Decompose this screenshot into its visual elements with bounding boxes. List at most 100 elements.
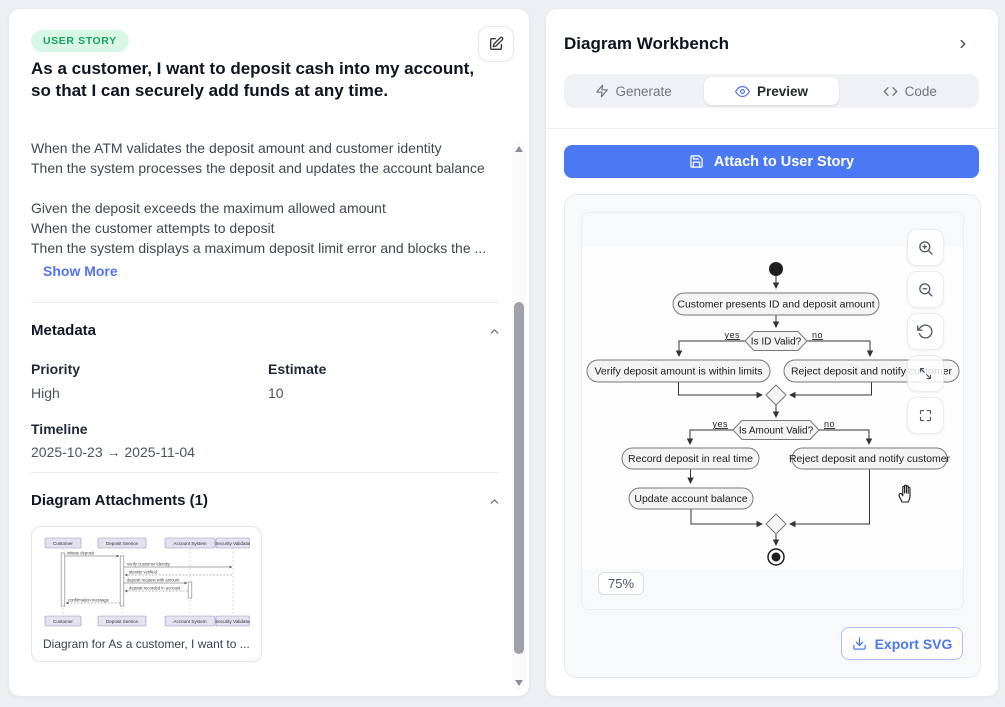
svg-text:Is ID Valid?: Is ID Valid? bbox=[751, 337, 802, 348]
description-line: When the customer attempts to deposit bbox=[31, 220, 275, 236]
fullscreen-button[interactable] bbox=[907, 397, 944, 434]
svg-text:verify customer identity: verify customer identity bbox=[127, 562, 171, 567]
zoom-in-button[interactable] bbox=[907, 229, 944, 266]
svg-text:Record deposit in real time: Record deposit in real time bbox=[628, 453, 753, 465]
svg-text:Security Validator: Security Validator bbox=[215, 541, 250, 546]
svg-text:Customer presents ID and depos: Customer presents ID and deposit amount bbox=[677, 299, 874, 311]
diagram-workbench-card: Diagram Workbench Generate Preview Code … bbox=[545, 8, 999, 697]
tab-preview-label: Preview bbox=[756, 83, 809, 99]
chevron-up-icon bbox=[488, 495, 501, 508]
story-title: As a customer, I want to deposit cash in… bbox=[31, 59, 475, 100]
estimate-label: Estimate bbox=[268, 361, 327, 377]
merge-node bbox=[765, 513, 787, 535]
reset-view-button[interactable] bbox=[907, 313, 944, 350]
workbench-collapse-button[interactable] bbox=[956, 37, 970, 51]
eye-icon bbox=[734, 84, 750, 99]
metadata-collapse-button[interactable] bbox=[488, 325, 501, 338]
svg-text:deposit request with amount: deposit request with amount bbox=[127, 578, 180, 583]
svg-text:yes: yes bbox=[712, 419, 728, 429]
description-line bbox=[31, 178, 493, 198]
zoom-controls bbox=[907, 229, 944, 434]
flow-node bbox=[586, 359, 771, 383]
flow-node bbox=[621, 447, 760, 470]
scrollbar-up-arrow-icon[interactable] bbox=[515, 146, 523, 152]
end-node-inner bbox=[771, 552, 781, 562]
tab-generate[interactable]: Generate bbox=[566, 77, 700, 105]
export-svg-button[interactable]: Export SVG bbox=[841, 627, 963, 660]
flow-node bbox=[791, 447, 948, 470]
svg-text:Customer: Customer bbox=[53, 619, 73, 624]
user-story-card: USER STORY As a customer, I want to depo… bbox=[8, 8, 530, 697]
flow-node bbox=[672, 292, 880, 316]
scrollbar-thumb[interactable] bbox=[514, 302, 524, 654]
svg-text:identity verified: identity verified bbox=[129, 570, 158, 575]
fit-view-button[interactable] bbox=[907, 355, 944, 392]
svg-text:Account System: Account System bbox=[173, 619, 206, 624]
user-story-badge: USER STORY bbox=[31, 30, 129, 52]
zoom-in-icon bbox=[917, 239, 934, 256]
attachments-collapse-button[interactable] bbox=[488, 495, 501, 508]
left-panel-scrollbar[interactable] bbox=[512, 142, 526, 690]
fullscreen-corners-icon bbox=[918, 408, 933, 423]
description-line: Then the system displays a maximum depos… bbox=[31, 240, 487, 256]
svg-text:Is Amount Valid?: Is Amount Valid? bbox=[739, 426, 814, 437]
diagram-canvas[interactable]: Customer presents ID and deposit amount … bbox=[581, 212, 964, 610]
divider bbox=[31, 302, 498, 303]
rotate-ccw-icon bbox=[917, 323, 934, 340]
merge-node bbox=[765, 384, 787, 406]
estimate-value: 10 bbox=[268, 385, 284, 401]
tab-generate-label: Generate bbox=[615, 83, 672, 99]
diagram-attachment-card[interactable]: Customer Deposit Service Account System … bbox=[31, 526, 262, 662]
svg-text:Update account balance: Update account balance bbox=[634, 493, 747, 505]
flow-node bbox=[628, 487, 754, 510]
attachments-heading: Diagram Attachments (1) bbox=[31, 492, 208, 509]
save-icon bbox=[689, 154, 704, 169]
priority-value: High bbox=[31, 385, 60, 401]
diagram-preview-panel: Customer presents ID and deposit amount … bbox=[564, 194, 981, 678]
hand-cursor-icon bbox=[894, 481, 916, 505]
tab-code[interactable]: Code bbox=[843, 77, 977, 105]
metadata-heading: Metadata bbox=[31, 322, 97, 339]
timeline-label: Timeline bbox=[31, 421, 88, 437]
edit-story-button[interactable] bbox=[478, 26, 514, 62]
canvas-bottom-strip bbox=[582, 569, 963, 609]
zoom-out-icon bbox=[917, 281, 934, 298]
svg-text:Deposit Service: Deposit Service bbox=[106, 619, 139, 624]
description-line: Then the system processes the deposit an… bbox=[31, 160, 485, 176]
svg-text:no: no bbox=[812, 330, 823, 340]
show-more-link[interactable]: Show More bbox=[43, 263, 118, 279]
scrollbar-down-arrow-icon[interactable] bbox=[515, 680, 523, 686]
svg-text:no: no bbox=[824, 419, 835, 429]
workbench-tabbar: Generate Preview Code bbox=[564, 74, 979, 108]
decision-node bbox=[744, 331, 808, 351]
tab-preview[interactable]: Preview bbox=[704, 77, 839, 105]
attach-button-label: Attach to User Story bbox=[713, 153, 855, 170]
activity-diagram-svg: Customer presents ID and deposit amount … bbox=[586, 262, 960, 566]
timeline-value: 2025-10-23 → 2025-11-04 bbox=[31, 444, 195, 460]
svg-text:Reject deposit and notify cust: Reject deposit and notify customer bbox=[789, 453, 951, 465]
svg-text:Verify deposit amount is withi: Verify deposit amount is within limits bbox=[594, 366, 762, 378]
svg-text:confirmation message: confirmation message bbox=[68, 598, 110, 603]
description-line: Given the deposit exceeds the maximum al… bbox=[31, 200, 386, 216]
tab-code-label: Code bbox=[904, 83, 937, 99]
svg-text:initiate deposit: initiate deposit bbox=[67, 551, 95, 556]
attach-to-user-story-button[interactable]: Attach to User Story bbox=[564, 145, 979, 178]
zoom-level-badge: 75% bbox=[598, 572, 645, 595]
sequence-diagram-thumbnail: Customer Deposit Service Account System … bbox=[41, 536, 250, 628]
divider bbox=[31, 472, 498, 473]
start-node bbox=[769, 262, 783, 276]
svg-text:Customer: Customer bbox=[53, 541, 73, 546]
zoom-out-button[interactable] bbox=[907, 271, 944, 308]
chevron-up-icon bbox=[488, 325, 501, 338]
svg-text:yes: yes bbox=[724, 330, 740, 340]
svg-text:Account System: Account System bbox=[173, 541, 206, 546]
export-button-label: Export SVG bbox=[874, 635, 953, 652]
zap-icon bbox=[595, 84, 609, 98]
download-icon bbox=[852, 636, 867, 651]
code-icon bbox=[883, 84, 898, 99]
workbench-title: Diagram Workbench bbox=[564, 34, 730, 53]
description-line: When the ATM validates the deposit amoun… bbox=[31, 140, 442, 156]
attachment-caption: Diagram for As a customer, I want to ... bbox=[43, 637, 250, 651]
story-description[interactable]: When the ATM validates the deposit amoun… bbox=[31, 138, 493, 258]
